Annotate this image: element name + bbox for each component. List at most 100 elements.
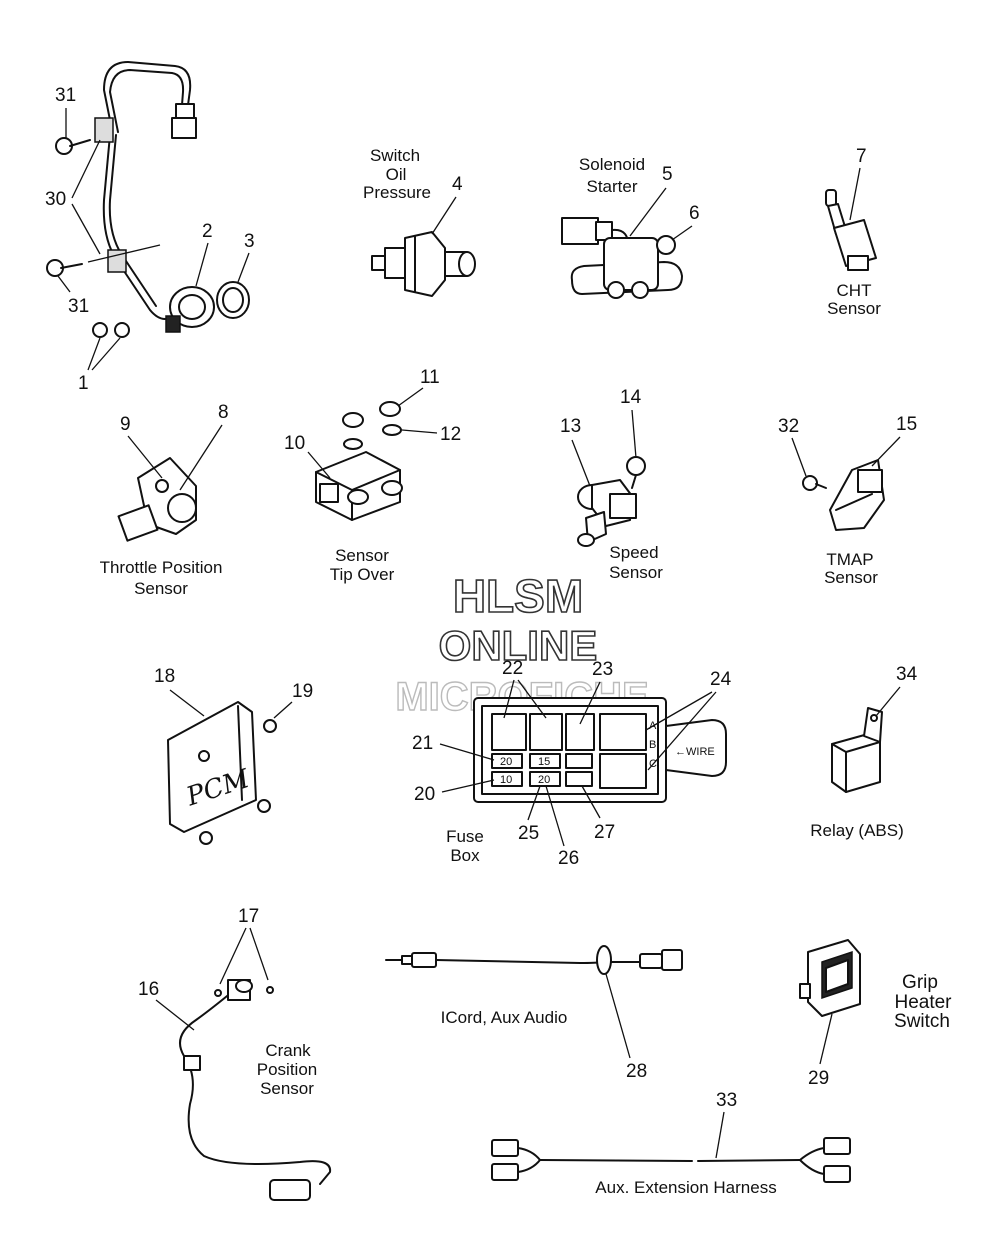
callouts-harness: 31 30 31 2 3 1 [45,85,255,394]
cht-labels: 7 CHT Sensor [827,146,881,318]
tmap-sensor [802,459,885,531]
watermark: HLSM ONLINE MICROFICHE [395,569,650,720]
callout-22: 22 [502,658,523,679]
label-speed: Speed [609,543,658,562]
solenoid-starter [561,217,683,299]
icord-labels: ICord, Aux Audio 28 [441,973,647,1082]
oil-pressure-labels: Switch Oil Pressure 4 [363,146,463,235]
relay-slot-1 [491,713,527,751]
pcm-labels: 18 19 [154,666,313,719]
callout-6: 6 [689,203,700,224]
label-fuse: Fuse [446,827,484,846]
label-starter: Starter [586,177,637,196]
callout-7: 7 [856,146,867,167]
callout-16: 16 [138,979,159,1000]
fuse-letter-b: B [649,739,656,751]
callout-11: 11 [420,367,440,388]
wire-tag-text: WIRE [686,746,715,758]
tmap-labels: 32 15 TMAP Sensor [778,414,917,587]
crank-labels: 17 16 Crank Position Sensor [138,906,317,1098]
callout-15: 15 [896,414,917,435]
pcm-module: PCM [167,701,277,845]
callout-19: 19 [292,681,313,702]
label-sensor-tip: Sensor [335,546,389,565]
callout-18: 18 [154,666,175,687]
callout-13: 13 [560,416,581,437]
label-switch: Switch [370,146,420,165]
aux-extension-harness [491,1137,851,1183]
label-throttle-sensor: Sensor [134,579,188,598]
oil-pressure-switch [371,231,476,297]
label-relay-abs: Relay (ABS) [810,821,904,840]
label-grip: Grip [902,972,938,993]
label-crank: Crank [265,1041,311,1060]
callout-8: 8 [218,402,229,423]
grip-heater-switch [799,939,861,1017]
wire-tag: ← [675,746,686,758]
callout-12: 12 [440,424,461,445]
callout-1: 1 [78,373,89,394]
label-tip-over: Tip Over [330,565,395,584]
fuse-15-text: 15 [538,756,550,768]
label-cht: CHT [837,281,872,300]
callout-31-top: 31 [55,85,76,106]
label-tmap: TMAP [826,550,873,569]
harness-sensor-assembly [46,61,250,338]
callout-28: 28 [626,1061,647,1082]
callout-5: 5 [662,164,673,185]
icord-aux-audio [385,945,683,975]
callout-2: 2 [202,221,213,242]
callout-31-bottom: 31 [68,296,89,317]
label-aux-harness: Aux. Extension Harness [595,1178,776,1197]
callout-25: 25 [518,823,539,844]
callout-27: 27 [594,822,615,843]
fuse-15 [529,753,561,769]
speed-sensor [577,456,646,547]
throttle-position-sensor [117,457,197,542]
fuse-20b-text: 20 [538,774,550,786]
label-oil: Oil [386,165,407,184]
label-crank-sensor: Sensor [260,1079,314,1098]
fuse-10 [491,771,523,787]
callout-26: 26 [558,848,579,869]
label-throttle-position: Throttle Position [100,558,223,577]
fuse-20b [529,771,561,787]
relay-labels: 34 Relay (ABS) [810,664,917,840]
callout-9: 9 [120,414,131,435]
callout-29: 29 [808,1068,829,1089]
relay-slot-4 [599,713,647,751]
callout-17: 17 [238,906,259,927]
relay-abs [831,707,883,793]
label-box: Box [450,846,480,865]
cht-sensor [825,189,877,271]
label-position: Position [257,1060,317,1079]
fuse-20 [491,753,523,769]
label-heater: Heater [894,992,952,1013]
callout-32: 32 [778,416,799,437]
callout-20: 20 [414,784,435,805]
label-solenoid: Solenoid [579,155,645,174]
watermark-line-2: ONLINE [439,622,598,669]
fuse-10-text: 10 [500,774,512,786]
throttle-labels: 9 8 Throttle Position Sensor [100,402,229,598]
crank-position-sensor [179,979,332,1201]
callout-21: 21 [412,733,433,754]
relay-slot-2 [529,713,563,751]
label-icord: ICord, Aux Audio [441,1008,568,1027]
speed-labels: 14 13 Speed Sensor [560,387,663,582]
label-cht-sensor: Sensor [827,299,881,318]
relay-slot-5 [599,753,647,789]
solenoid-labels: Solenoid Starter 5 6 [579,155,700,241]
callout-34: 34 [896,664,918,685]
label-speed-sensor: Sensor [609,563,663,582]
callout-10: 10 [284,433,305,454]
callout-23: 23 [592,659,613,680]
fuse-box: 20 10 15 20 A B C ← WIRE [473,697,727,803]
label-pressure: Pressure [363,183,431,202]
grip-heater-labels: Grip Heater Switch 29 [808,972,952,1089]
relay-slot-3 [565,713,595,751]
callout-14: 14 [620,387,642,408]
fuse-box-labels: 22 23 24 21 20 25 26 27 Fuse Box [412,658,732,869]
callout-24: 24 [710,669,732,690]
